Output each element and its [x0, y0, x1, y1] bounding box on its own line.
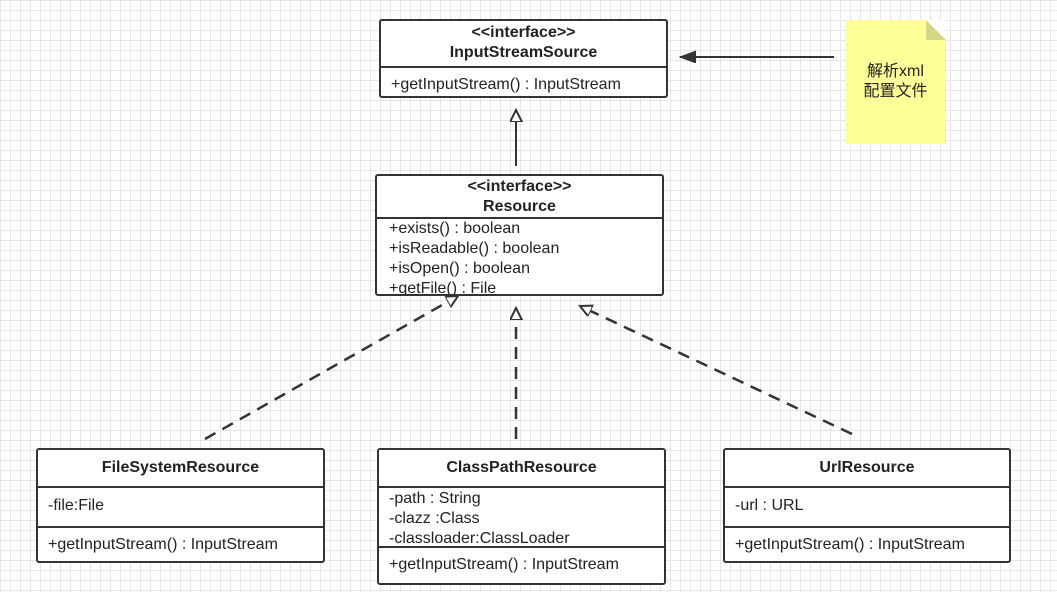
- methods-section: +getInputStream() : InputStream: [725, 526, 1009, 561]
- note-line: 解析xml: [867, 63, 924, 80]
- class-inputstreamsource[interactable]: <<interface>> InputStreamSource +getInpu…: [379, 19, 668, 98]
- fields-section: -path : String -clazz :Class -classloade…: [379, 486, 664, 547]
- field-path: -path : String: [389, 490, 481, 507]
- stereotype-label: <<interface>>: [471, 24, 576, 41]
- field-classloader: -classloader:ClassLoader: [389, 530, 570, 547]
- note-line: 配置文件: [863, 83, 928, 100]
- url-implements-arrow: [580, 306, 853, 436]
- fields-section: -url : URL: [725, 486, 1009, 526]
- method-exists: +exists() : boolean: [389, 220, 521, 237]
- class-resource[interactable]: <<interface>> Resource +exists() : boole…: [375, 174, 664, 296]
- filesystem-implements-arrow: [204, 296, 458, 441]
- method-get-input-stream: +getInputStream() : InputStream: [735, 536, 965, 553]
- class-name: FileSystemResource: [101, 459, 260, 476]
- class-name: Resource: [483, 198, 556, 215]
- method-get-file: +getFile() : File: [389, 280, 497, 296]
- stereotype-label: <<interface>>: [467, 178, 572, 195]
- note[interactable]: 解析xml 配置文件: [845, 20, 946, 144]
- class-classpathresource[interactable]: ClassPathResource -path : String -clazz …: [377, 448, 666, 585]
- field-clazz: -clazz :Class: [389, 510, 480, 527]
- method-get-input-stream: +getInputStream() : InputStream: [389, 556, 619, 573]
- class-name: ClassPathResource: [446, 459, 597, 476]
- field-url: -url : URL: [735, 497, 804, 514]
- class-filesystemresource[interactable]: FileSystemResource -file:File +getInputS…: [36, 448, 325, 563]
- methods-section: +getInputStream() : InputStream: [381, 66, 666, 95]
- methods-section: +getInputStream() : InputStream: [379, 546, 664, 582]
- class-urlresource[interactable]: UrlResource -url : URL +getInputStream()…: [723, 448, 1011, 563]
- method-is-open: +isOpen() : boolean: [389, 260, 530, 277]
- method-get-input-stream: +getInputStream() : InputStream: [48, 536, 278, 553]
- fields-section: -file:File: [38, 486, 323, 526]
- methods-section: +exists() : boolean +isReadable() : bool…: [377, 217, 662, 296]
- field-file: -file:File: [48, 497, 105, 514]
- class-name: UrlResource: [819, 459, 915, 476]
- methods-section: +getInputStream() : InputStream: [38, 526, 323, 561]
- note-fold-corner: [926, 20, 946, 40]
- class-name: InputStreamSource: [449, 44, 598, 61]
- method-get-input-stream: +getInputStream() : InputStream: [391, 76, 621, 93]
- method-is-readable: +isReadable() : boolean: [389, 240, 560, 257]
